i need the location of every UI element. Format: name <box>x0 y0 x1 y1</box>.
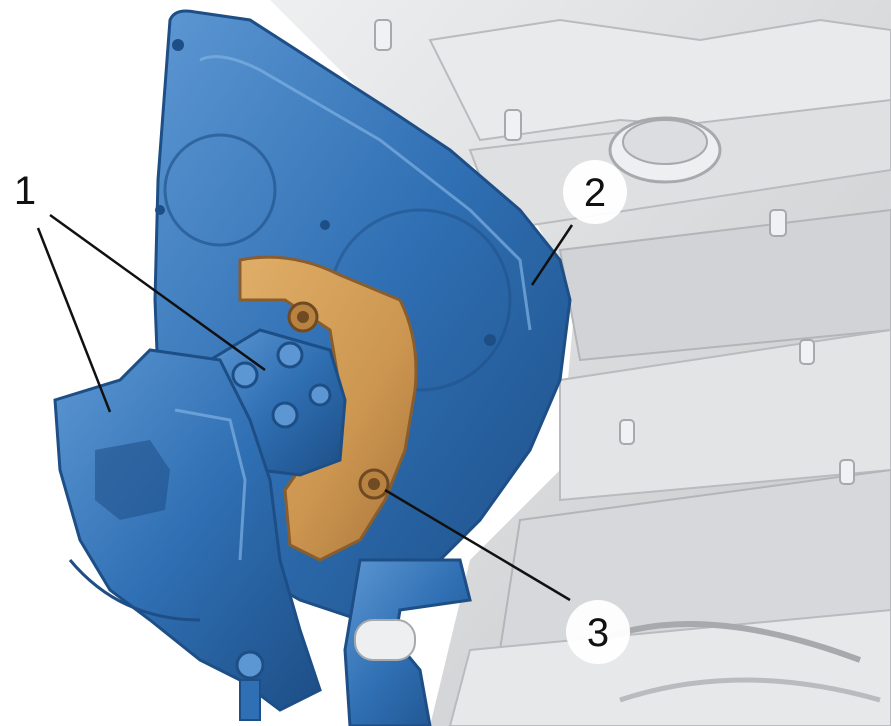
callout-label-3: 3 <box>587 611 609 655</box>
leader-line-1b <box>36 227 112 413</box>
callout-3: 3 <box>566 600 630 664</box>
engine-mount <box>53 328 347 721</box>
callout-2: 2 <box>563 160 627 224</box>
callout-label-1: 1 <box>14 169 36 213</box>
callout-1: 1 <box>0 160 55 220</box>
leader-line-2 <box>530 224 574 286</box>
engine-block <box>270 0 891 726</box>
leader-line-1a <box>49 213 266 372</box>
leader-line-3 <box>384 488 571 602</box>
bracket-plate <box>238 255 418 562</box>
leader-lines <box>36 213 574 602</box>
callout-label-2: 2 <box>584 171 606 215</box>
